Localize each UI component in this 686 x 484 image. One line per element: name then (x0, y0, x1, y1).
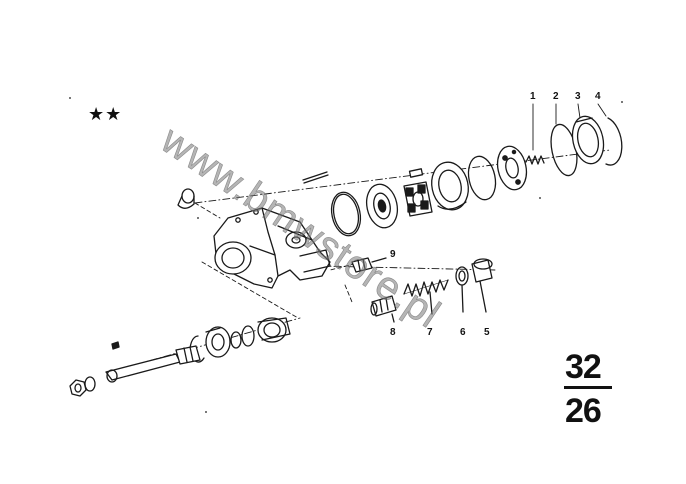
valve-piston (370, 295, 397, 323)
callout-9: 9 (390, 249, 396, 260)
valve-spring (403, 279, 449, 315)
cam-ring (431, 161, 469, 211)
steering-gear-housing (213, 207, 331, 289)
leader-lines (194, 202, 363, 319)
scan-specks (69, 97, 623, 413)
callout-1: 1 (530, 91, 536, 102)
callout-5: 5 (484, 327, 490, 338)
ball-bearing (205, 326, 231, 358)
callout-2: 2 (553, 91, 559, 102)
callout-3: 3 (575, 91, 581, 102)
compression-spring-small (525, 155, 545, 165)
group-number-sub: 26 (565, 392, 602, 430)
input-shaft (105, 345, 201, 383)
seal-ring-small (241, 325, 255, 347)
callout-6: 6 (460, 327, 466, 338)
o-ring-large (330, 191, 362, 237)
callout-8: 8 (390, 327, 396, 338)
group-number-main: 32 (565, 348, 602, 386)
lock-washer (84, 376, 96, 392)
pressure-plate (496, 145, 528, 191)
valve-insert (351, 257, 387, 273)
group-number-divider (564, 386, 612, 389)
small-key (408, 168, 424, 178)
housing-cover (365, 183, 399, 229)
bleed-screw-part (177, 188, 195, 209)
pin-part (302, 171, 329, 184)
callout-leaders-top (532, 103, 607, 151)
callout-4: 4 (595, 91, 601, 102)
callout-7: 7 (427, 327, 433, 338)
hex-nut (69, 379, 87, 397)
radial-seal (230, 331, 242, 349)
end-cover (571, 115, 605, 165)
circlip (605, 117, 623, 166)
valve-seal-ring (455, 266, 469, 313)
attention-stars: ★★ (88, 104, 123, 125)
pump-rotor (403, 181, 433, 217)
needle-bearing (257, 317, 291, 343)
o-ring-medium (467, 155, 497, 201)
shaft-key (111, 341, 120, 350)
valve-screw-plug (471, 258, 493, 313)
